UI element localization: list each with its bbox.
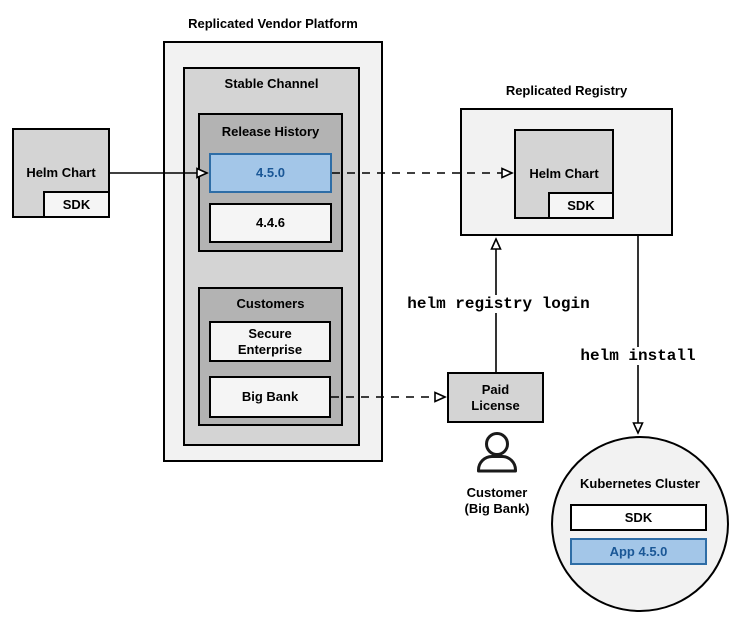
cluster-sdk-box: SDK — [570, 504, 707, 531]
customers-title: Customers — [236, 296, 305, 311]
command-registry-login: helm registry login — [400, 295, 597, 313]
cluster-app-label: App 4.5.0 — [609, 543, 668, 559]
cluster-app-box: App 4.5.0 — [570, 538, 707, 565]
registry-helm-chart-label: Helm Chart — [529, 166, 599, 181]
customer-item-label: Big Bank — [241, 389, 299, 404]
registry-title: Replicated Registry — [505, 83, 628, 98]
vendor-platform-title: Replicated Vendor Platform — [188, 16, 358, 31]
customer-item-big-bank: Big Bank — [209, 376, 331, 418]
customer-item-secure-enterprise: Secure Enterprise — [209, 321, 331, 362]
release-item-446: 4.4.6 — [209, 203, 332, 243]
cluster-sdk-label: SDK — [624, 509, 653, 525]
source-helm-chart-label: Helm Chart — [26, 165, 96, 180]
registry-sdk-box: SDK — [548, 192, 614, 219]
paid-license-label: Paid License — [471, 381, 520, 413]
registry-sdk-label: SDK — [567, 197, 595, 213]
command-helm-install: helm install — [575, 347, 701, 365]
customer-caption: Customer (Big Bank) — [464, 485, 530, 516]
person-icon — [477, 432, 517, 473]
release-history-title: Release History — [221, 124, 320, 139]
customer-item-label: Secure Enterprise — [237, 325, 303, 357]
kubernetes-cluster-title: Kubernetes Cluster — [580, 476, 700, 491]
source-sdk-box: SDK — [43, 191, 110, 218]
release-version-label: 4.5.0 — [256, 165, 285, 180]
release-version-label: 4.4.6 — [256, 215, 285, 230]
release-item-450: 4.5.0 — [209, 153, 332, 193]
stable-channel-title: Stable Channel — [224, 76, 319, 91]
paid-license-box: Paid License — [447, 372, 544, 423]
source-sdk-label: SDK — [62, 196, 91, 212]
